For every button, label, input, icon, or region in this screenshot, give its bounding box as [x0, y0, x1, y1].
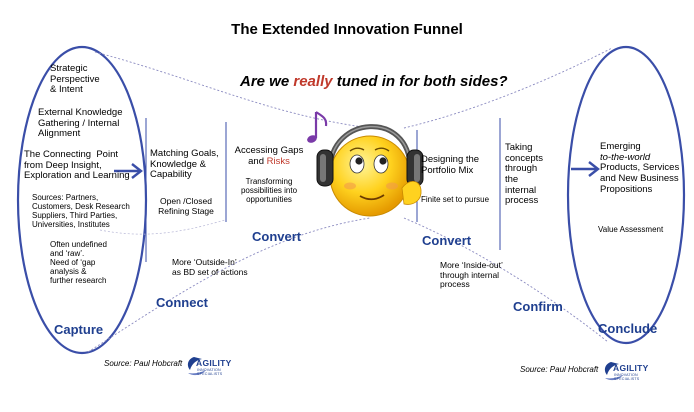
- logo-sub-right: INNOVATION SPECIALISTS: [614, 373, 640, 381]
- stage-connect: Connect: [156, 295, 208, 310]
- diagram-title: The Extended Innovation Funnel: [231, 21, 463, 38]
- music-note-icon: [307, 111, 328, 143]
- sources-text: Sources: Partners, Customers, Desk Resea…: [32, 193, 130, 229]
- smiley-with-headphones-icon: [316, 124, 424, 217]
- emerging-text: Emerging to-the-world Products, Services…: [600, 141, 680, 195]
- taking-concepts-text: Taking concepts through the internal pro…: [505, 142, 544, 207]
- arrow-right-icon-right: [571, 161, 600, 177]
- logo-text-left: AGILITY: [196, 358, 232, 368]
- right-oval: [566, 45, 686, 345]
- finite-set-text: Finite set to pursue: [421, 195, 490, 204]
- stage-convert-left: Convert: [252, 229, 302, 244]
- transforming-text: Transforming possibilities into opportun…: [240, 177, 298, 204]
- stage-conclude: Conclude: [598, 321, 658, 336]
- emerging-line1: Emerging: [600, 141, 641, 152]
- source-right: Source: Paul Hobcraft: [520, 365, 599, 374]
- emerging-rest: Products, Services and New Business Prop…: [600, 162, 680, 195]
- external-knowledge-text: External Knowledge Gathering / Internal …: [38, 107, 123, 140]
- accessing-gaps-text: Accessing Gaps and Risks: [228, 145, 310, 167]
- designing-portfolio-text: Designing the Portfolio Mix: [421, 154, 480, 176]
- tagline-question: Are we really tuned in for both sides?: [240, 73, 508, 91]
- funnel-top-right-curve: [403, 47, 613, 129]
- arrow-right-icon-left: [114, 163, 143, 179]
- funnel-bottom-right-curve: [403, 217, 609, 343]
- accessing-line1: Accessing Gaps: [234, 145, 304, 156]
- refining-stage-text: Open /Closed Refining Stage: [158, 196, 214, 216]
- stage-capture: Capture: [54, 322, 104, 337]
- accessing-line2-risks: Risks: [266, 155, 290, 167]
- value-assessment-text: Value Assessment: [598, 225, 664, 234]
- stage-convert-right: Convert: [422, 233, 472, 248]
- inside-out-text: More ‘Inside-out’ through internal proce…: [440, 260, 503, 290]
- outside-in-text: More ‘Outside-In’ as BD set of actions: [172, 257, 248, 277]
- question-before: Are we: [240, 73, 290, 90]
- question-after: tuned in for both sides?: [336, 73, 508, 90]
- stage-confirm: Confirm: [513, 299, 563, 314]
- logo-sub-left: INNOVATION SPECIALISTS: [197, 368, 223, 376]
- source-left: Source: Paul Hobcraft: [104, 359, 183, 368]
- logo-text-right: AGILITY: [613, 363, 649, 373]
- strategic-perspective-text: Strategic Perspective & Intent: [50, 63, 100, 96]
- question-emphasis: really: [293, 73, 333, 90]
- often-undefined-text: Often undefined and ‘raw’. Need of ‘gap …: [50, 240, 107, 285]
- agility-logo-icon-right: AGILITY INNOVATION SPECIALISTS: [601, 360, 649, 384]
- emerging-line2: to-the-world: [600, 151, 651, 163]
- agility-logo-icon-left: AGILITY INNOVATION SPECIALISTS: [184, 355, 232, 379]
- funnel-bottom-left-curve: [87, 217, 371, 353]
- matching-goals-text: Matching Goals, Knowledge & Capability: [150, 148, 219, 181]
- accessing-line2-prefix: and: [248, 155, 267, 167]
- connecting-point-text: The Connecting Point from Deep Insight, …: [24, 149, 130, 182]
- funnel-top-left-curve: [94, 51, 371, 129]
